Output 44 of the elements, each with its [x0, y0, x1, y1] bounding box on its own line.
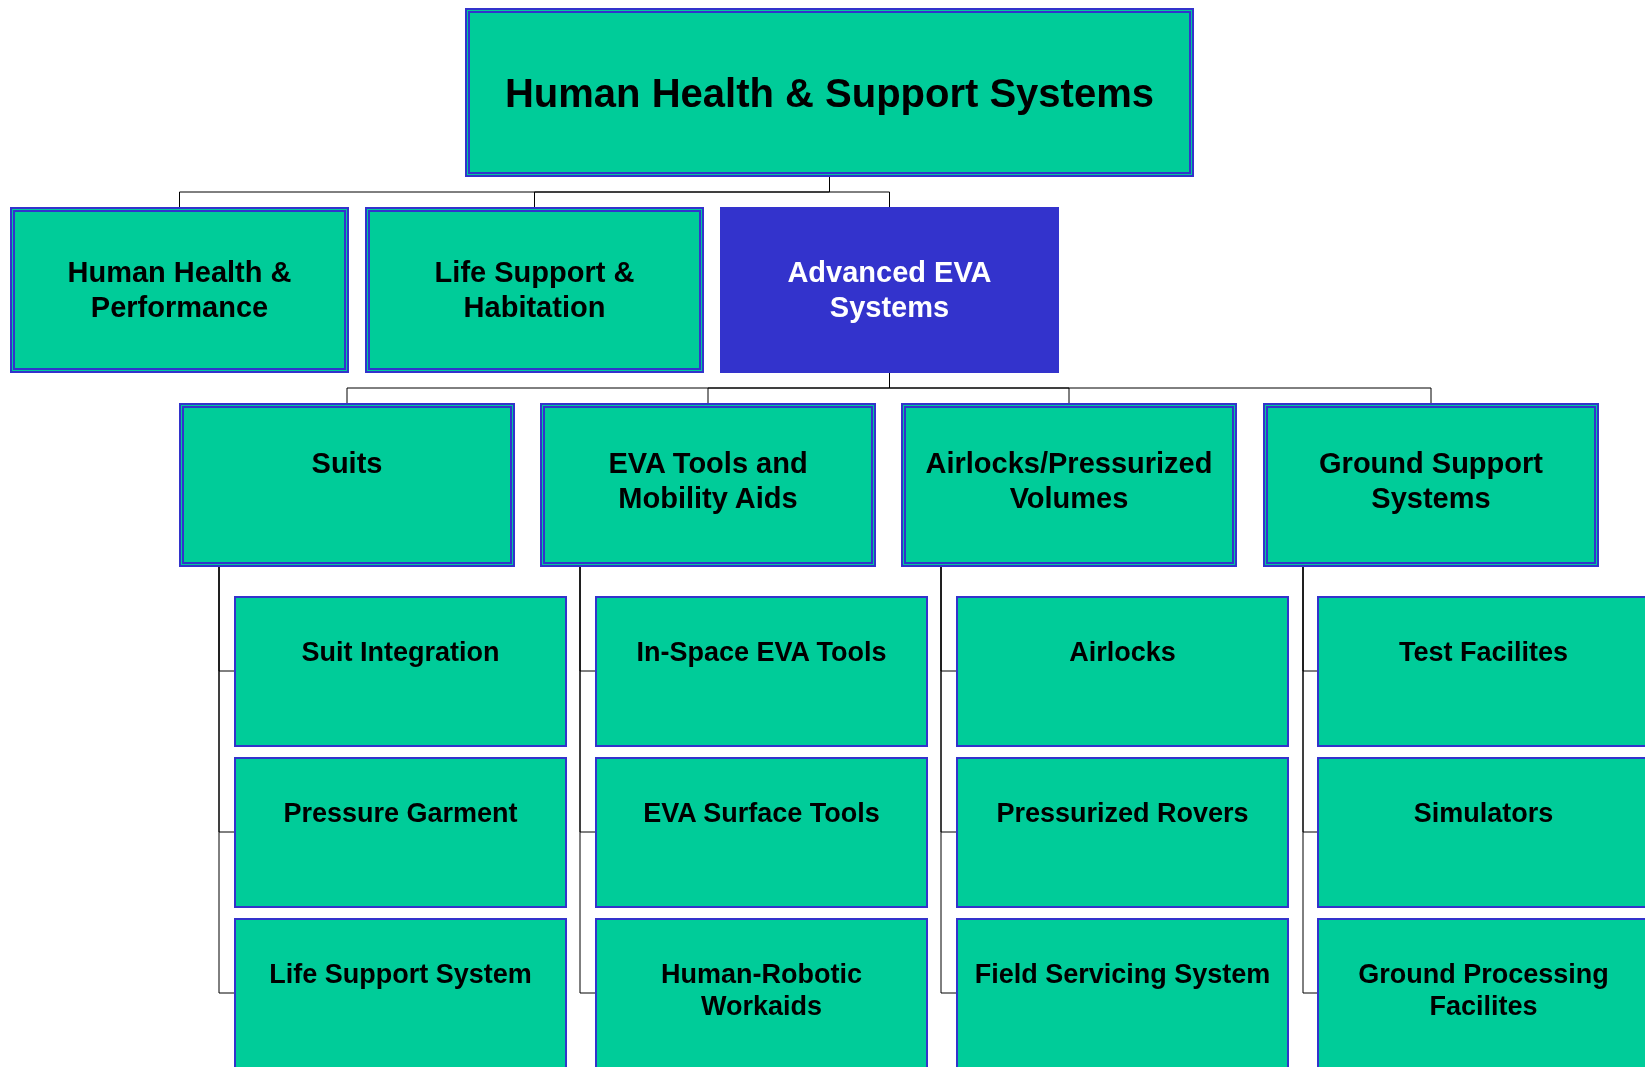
connector-line	[1302, 566, 1318, 994]
org-box	[1317, 596, 1645, 747]
box-label: Airlocks/Pressurized Volumes	[924, 446, 1214, 516]
box-label: EVA Surface Tools	[643, 797, 880, 830]
connector-line	[218, 566, 235, 994]
org-box	[1263, 403, 1599, 567]
org-box	[595, 596, 928, 747]
highlighted-box	[720, 207, 1059, 373]
box-label: Human Health & Performance	[66, 255, 293, 325]
org-box	[465, 8, 1194, 177]
box-label: Human-Robotic Workaids	[660, 958, 863, 1023]
box-label: Pressurized Rovers	[996, 797, 1249, 830]
box-label: Advanced EVA Systems	[786, 255, 993, 325]
org-box	[595, 918, 928, 1067]
connector-line	[940, 566, 957, 994]
box-label: Suits	[311, 446, 383, 481]
box-label: Airlocks	[1069, 636, 1176, 669]
org-box	[595, 757, 928, 908]
connector-line	[579, 566, 596, 994]
org-box	[234, 596, 567, 747]
org-box	[956, 596, 1289, 747]
box-label: Pressure Garment	[283, 797, 518, 830]
box-label: Ground Support Systems	[1318, 446, 1544, 516]
org-box	[234, 757, 567, 908]
org-box	[540, 403, 876, 567]
box-label: Life Support System	[269, 958, 532, 991]
box-label: Suit Integration	[301, 636, 500, 669]
box-label: Test Facilites	[1398, 636, 1569, 669]
box-label: In-Space EVA Tools	[636, 636, 887, 669]
org-box	[901, 403, 1237, 567]
box-label: EVA Tools and Mobility Aids	[607, 446, 809, 516]
org-box	[956, 918, 1289, 1067]
org-box	[179, 403, 515, 567]
org-box	[234, 918, 567, 1067]
org-box	[1317, 757, 1645, 908]
box-label: Human Health & Support Systems	[505, 69, 1154, 117]
box-label: Life Support & Habitation	[433, 255, 636, 325]
org-box	[365, 207, 704, 373]
org-box	[1317, 918, 1645, 1067]
box-label: Ground Processing Facilites	[1357, 958, 1610, 1023]
box-label: Field Servicing System	[974, 958, 1271, 991]
org-box	[956, 757, 1289, 908]
org-box	[10, 207, 349, 373]
box-label: Simulators	[1413, 797, 1554, 830]
